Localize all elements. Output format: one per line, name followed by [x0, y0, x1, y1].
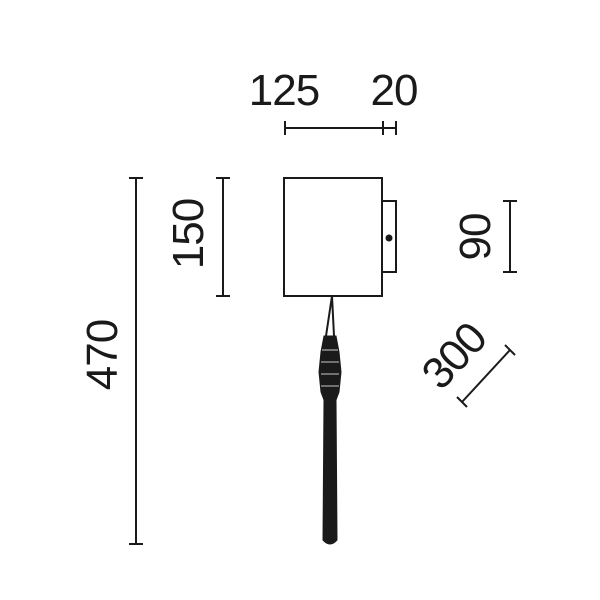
- cable-length-dimension-line: [456, 344, 516, 408]
- lamp-body: [283, 177, 383, 297]
- mount-depth-label: 20: [371, 66, 418, 115]
- plug-rod: [322, 399, 338, 545]
- mount-height-dimension-line: [503, 200, 517, 273]
- mount-screw-icon: [385, 234, 393, 242]
- cable-length-label: 300: [412, 314, 496, 399]
- total-height-dimension-line: [129, 177, 143, 545]
- cable-grip: [318, 335, 342, 401]
- top-dimension-line: [284, 121, 397, 135]
- body-height-dimension-line: [216, 177, 230, 297]
- suspension-cable: [325, 295, 335, 337]
- cable-grip-ridges: [321, 349, 339, 387]
- mount-height-label: 90: [451, 214, 500, 261]
- body-width-label: 125: [249, 66, 319, 115]
- total-height-label: 470: [78, 320, 127, 390]
- body-height-label: 150: [164, 199, 213, 269]
